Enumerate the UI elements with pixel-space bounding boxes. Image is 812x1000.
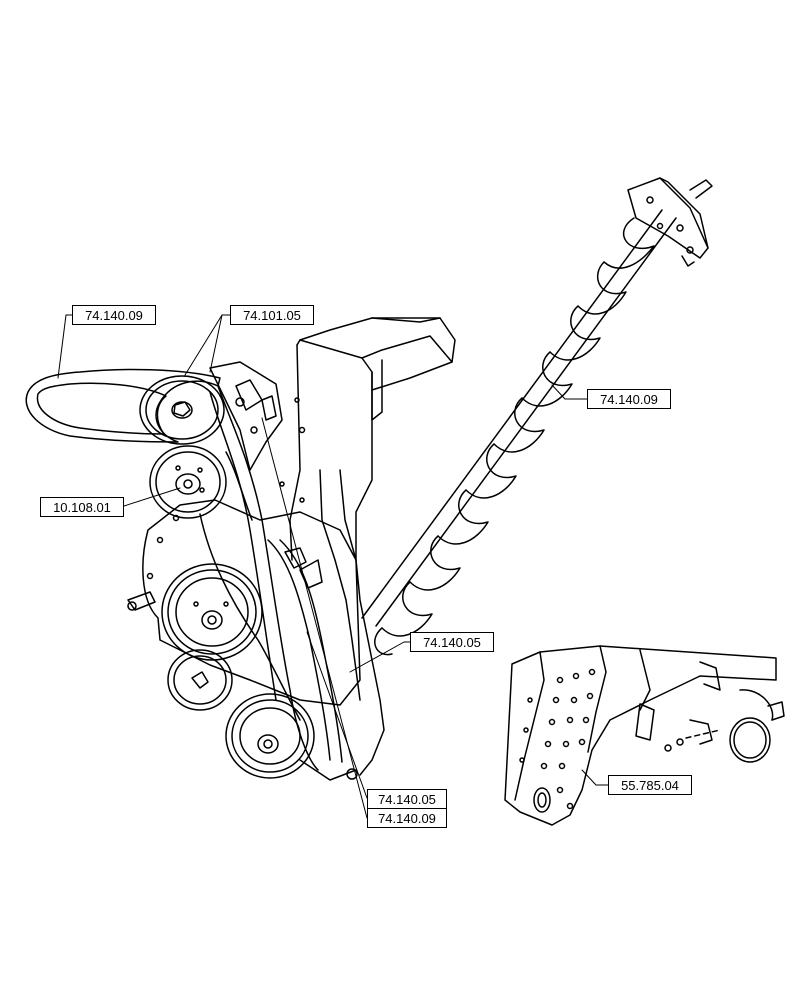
callout-74-140-09-belt[interactable]: 74.140.09 [72, 305, 156, 325]
pulley-large [161, 563, 263, 661]
pulley-upper-mid [149, 445, 227, 519]
callout-74-101-05[interactable]: 74.101.05 [230, 305, 314, 325]
bearing-flange [627, 177, 713, 267]
callout-74-140-09-lower[interactable]: 74.140.09 [367, 808, 447, 828]
idler-bracket [209, 361, 283, 471]
pulley-small [167, 649, 233, 711]
callout-10-108-01[interactable]: 10.108.01 [40, 497, 124, 517]
drive-belt-short [267, 539, 343, 763]
callout-74-140-05-lower[interactable]: 74.140.05 [367, 789, 447, 809]
drive-belt-long [199, 385, 319, 771]
callout-74-140-09-auger[interactable]: 74.140.09 [587, 389, 671, 409]
callout-74-140-05-housing[interactable]: 74.140.05 [410, 632, 494, 652]
leader-lines [57, 314, 609, 819]
auger-shaft [361, 209, 677, 656]
auger-housing [279, 317, 456, 776]
callout-55-785-04[interactable]: 55.785.04 [608, 775, 692, 795]
pulley-bottom [225, 693, 358, 781]
drive-belt-outer [25, 368, 221, 443]
pulley-top [139, 375, 225, 445]
frame-assembly [504, 645, 785, 826]
